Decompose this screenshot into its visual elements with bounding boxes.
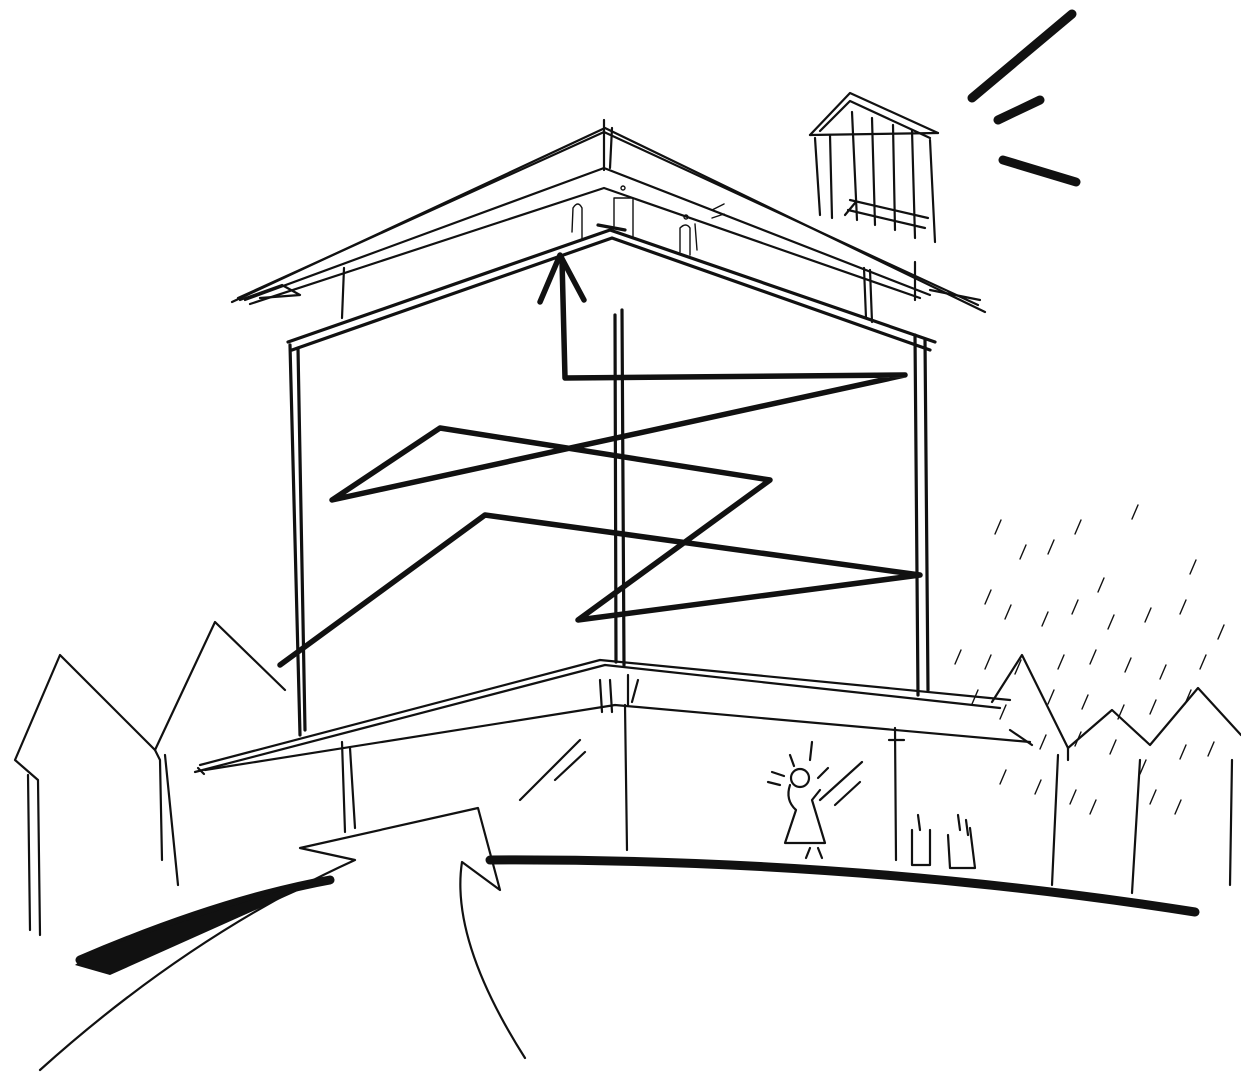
architectural-sketch	[0, 0, 1241, 1076]
